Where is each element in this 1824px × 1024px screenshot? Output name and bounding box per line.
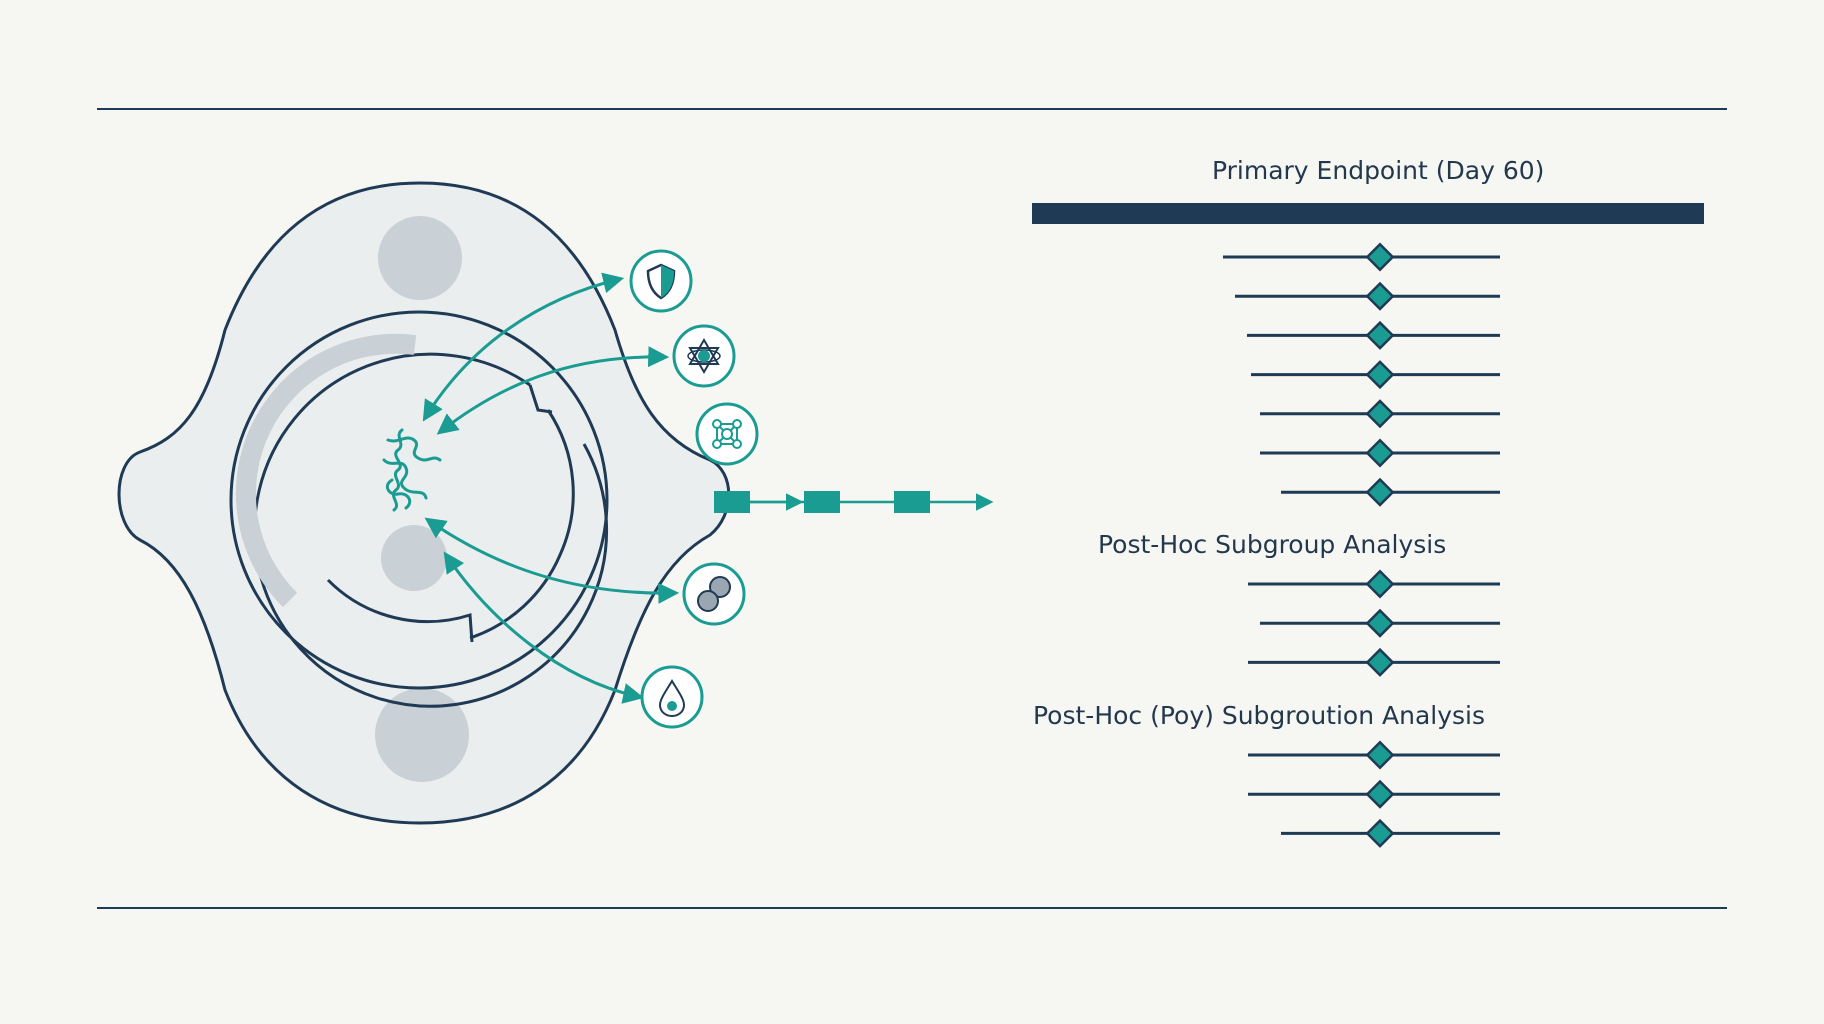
chromatin-band	[235, 333, 417, 608]
atom-star-icon	[672, 324, 736, 388]
arrow-to-atom	[436, 346, 670, 435]
forest-row-marker	[1365, 740, 1395, 770]
nucleus-ring-outer	[229, 310, 609, 690]
section-title-primary: Primary Endpoint (Day 60)	[1212, 156, 1545, 185]
cells-icon	[682, 562, 746, 626]
forest-row-marker	[1365, 477, 1395, 507]
organelle-bottom	[375, 688, 469, 782]
top-divider	[97, 108, 1727, 110]
forest-row-marker	[1365, 818, 1395, 848]
shield-icon	[629, 249, 693, 313]
forest-row-marker	[1365, 647, 1395, 677]
forest-row-marker	[1365, 779, 1395, 809]
pathway-step-2	[804, 491, 840, 513]
pathway-step-1	[714, 491, 750, 513]
forest-row-marker	[1365, 608, 1395, 638]
forest-plot	[1032, 203, 1704, 848]
organelle-top	[378, 216, 462, 300]
forest-row-marker	[1365, 399, 1395, 429]
molecule-network-icon	[695, 402, 759, 466]
section-title-subgroup-2: Post-Hoc (Poy) Subgroution Analysis	[1033, 701, 1486, 730]
forest-row-marker	[1365, 569, 1395, 599]
primary-endpoint-bar	[1032, 203, 1704, 224]
forest-row-marker	[1365, 360, 1395, 390]
dna-strand-icon	[382, 428, 442, 512]
forest-row-marker	[1365, 438, 1395, 468]
bottom-divider	[97, 907, 1727, 909]
forest-row-marker	[1365, 320, 1395, 350]
forest-row-marker	[1365, 242, 1395, 272]
interaction-arrows	[422, 272, 680, 704]
section-title-subgroup: Post-Hoc Subgroup Analysis	[1098, 530, 1447, 559]
forest-rows	[1223, 242, 1500, 848]
nucleolus	[381, 525, 447, 591]
pathway-step-3	[894, 491, 930, 513]
pathway	[714, 491, 994, 513]
forest-row-marker	[1365, 281, 1395, 311]
arrow-to-droplet	[443, 551, 645, 704]
droplet-icon	[640, 665, 704, 729]
